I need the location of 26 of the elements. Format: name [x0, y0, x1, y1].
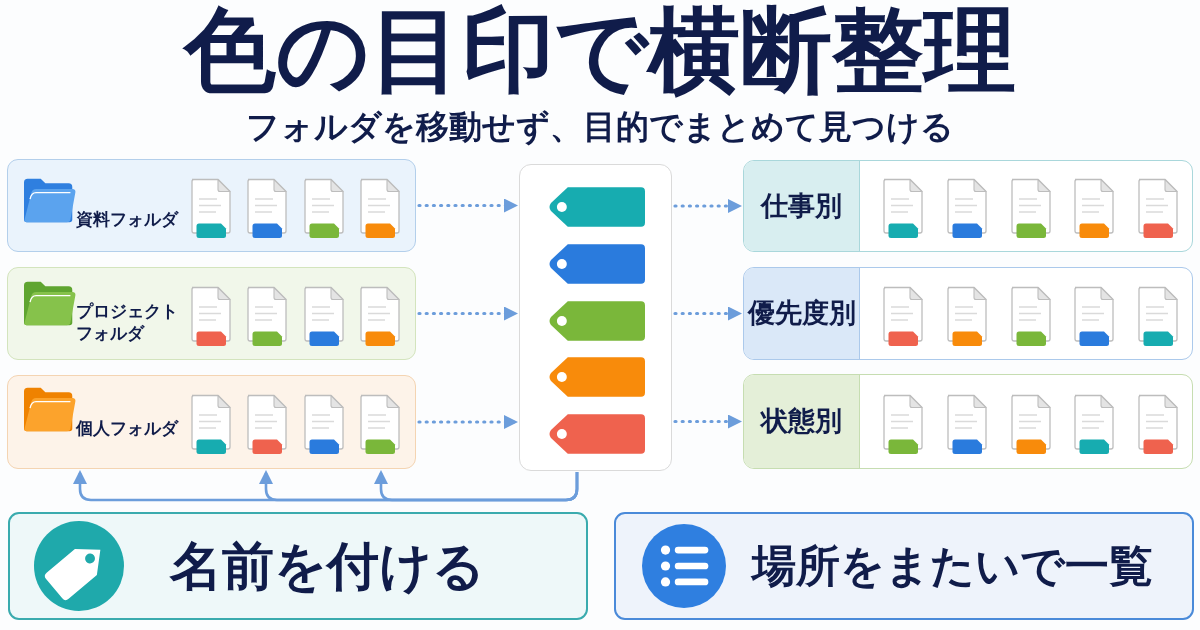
folder-label: 個人フォルダ	[76, 416, 180, 440]
folder-label: プロジェクトフォルダ	[76, 299, 179, 345]
arrow	[374, 470, 579, 502]
dotted-arrow	[673, 199, 742, 213]
dotted-arrow	[417, 306, 518, 321]
dotted-arrow	[417, 415, 518, 429]
category-panel	[743, 160, 1193, 252]
category-label: 仕事別	[744, 161, 860, 251]
folder-label: 資料フォルダ	[76, 207, 180, 231]
feature-label: 場所をまたいで一覧	[752, 539, 1153, 593]
feature-label: 名前を付ける	[170, 534, 485, 598]
subtitle: フォルダを移動せず、目的でまとめて見つける	[245, 108, 955, 146]
dotted-arrow	[673, 306, 742, 321]
dotted-arrow	[417, 198, 518, 213]
folder-panel	[7, 267, 416, 360]
category-label: 状態別	[744, 375, 860, 468]
feature-panel	[614, 512, 1194, 620]
tag-panel	[519, 164, 672, 471]
feature-panel	[8, 512, 588, 620]
category-panel	[743, 267, 1193, 360]
category-panel	[743, 374, 1193, 469]
dotted-arrow	[673, 414, 742, 429]
folder-panel	[7, 159, 416, 252]
category-label: 優先度別	[744, 268, 860, 359]
folder-panel	[7, 375, 416, 469]
title: 色の目印で横断整理	[181, 4, 1017, 98]
